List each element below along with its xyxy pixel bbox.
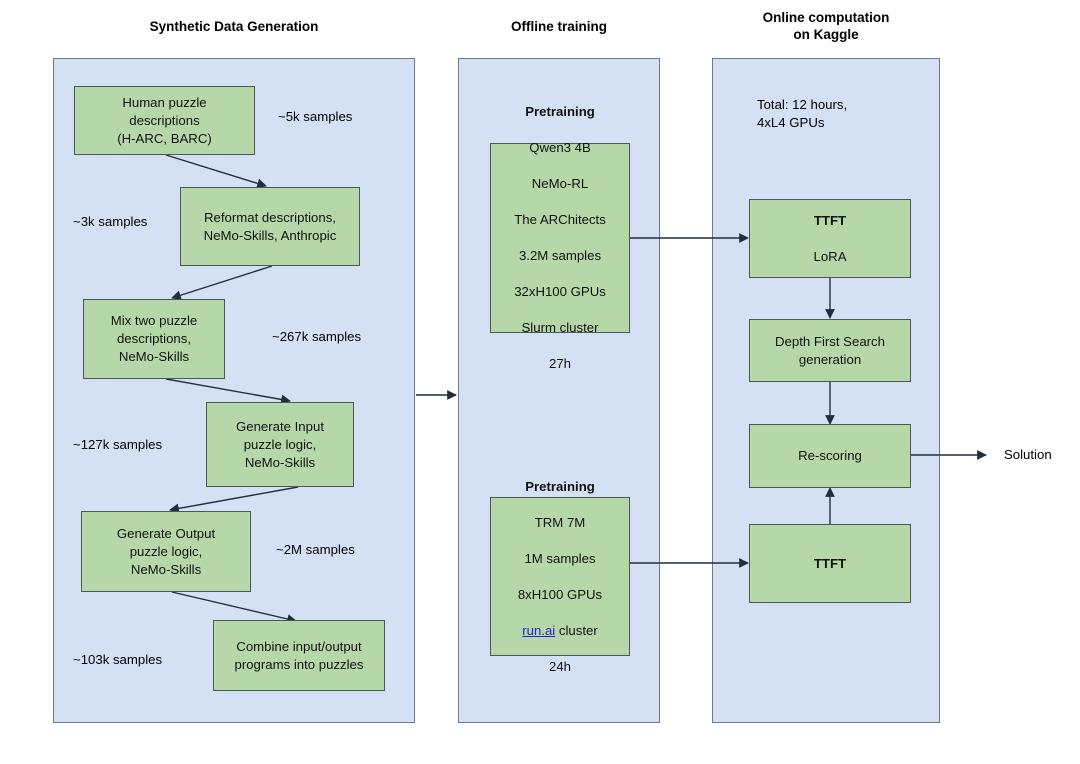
note-5k-samples: ~5k samples (278, 109, 353, 124)
note-267k-samples: ~267k samples (272, 329, 362, 344)
pretraining-trm-line-5: 24h (548, 658, 571, 674)
pretraining-qwen3-line-5: 32xH100 GPUs (514, 284, 606, 299)
node-ttft[interactable]: TTFT (749, 524, 911, 603)
node-human-puzzle-descriptions[interactable]: Human puzzle descriptions (H-ARC, BARC) (74, 86, 255, 155)
pretraining-trm-line-4: run.ai cluster (495, 622, 625, 640)
pretraining-qwen3-line-6: Slurm cluster (521, 320, 599, 335)
node-pretraining-qwen3[interactable]: Pretraining Qwen3 4B NeMo-RL The ARChite… (490, 104, 630, 371)
solution-label: Solution (1004, 447, 1052, 462)
node-generate-input-puzzle-logic[interactable]: Generate Input puzzle logic, NeMo-Skills (206, 402, 354, 487)
run-ai-suffix: cluster (555, 622, 598, 638)
ttft-lora-line-1: LoRA (813, 248, 847, 264)
kaggle-budget-note: Total: 12 hours, 4xL4 GPUs (757, 97, 848, 130)
pretraining-trm-line-1: TRM 7M (534, 514, 586, 530)
pretraining-qwen3-line-4: 3.2M samples (518, 248, 602, 263)
node-reformat-descriptions[interactable]: Reformat descriptions, NeMo-Skills, Anth… (180, 187, 360, 266)
note-103k-samples: ~103k samples (73, 652, 163, 667)
ttft-lora-heading: TTFT (813, 212, 847, 228)
column-title-online: Online computation on Kaggle (762, 10, 890, 42)
note-127k-samples: ~127k samples (73, 437, 163, 452)
node-re-scoring[interactable]: Re-scoring (749, 424, 911, 488)
note-2m-samples: ~2M samples (276, 542, 355, 557)
node-mix-two-puzzle-descriptions[interactable]: Mix two puzzle descriptions, NeMo-Skills (83, 299, 225, 379)
pretraining-qwen3-line-1: Qwen3 4B (529, 140, 591, 155)
column-title-offline: Offline training (511, 19, 607, 34)
ttft-heading: TTFT (813, 555, 847, 571)
node-pretraining-trm[interactable]: Pretraining TRM 7M 1M samples 8xH100 GPU… (490, 479, 630, 674)
pretraining-qwen3-heading: Pretraining (525, 104, 595, 119)
note-3k-samples: ~3k samples (73, 214, 148, 229)
pretraining-trm-heading: Pretraining (525, 478, 595, 494)
pretraining-trm-line-3: 8xH100 GPUs (517, 586, 603, 602)
column-title-synthetic: Synthetic Data Generation (149, 19, 319, 34)
node-combine-input-output-programs[interactable]: Combine input/output programs into puzzl… (213, 620, 385, 691)
pretraining-qwen3-line-2: NeMo-RL (531, 176, 589, 191)
node-ttft-lora[interactable]: TTFT LoRA (749, 199, 911, 278)
node-depth-first-search-generation[interactable]: Depth First Search generation (749, 319, 911, 382)
pretraining-qwen3-line-7: 27h (548, 356, 571, 371)
run-ai-link[interactable]: run.ai (522, 622, 556, 638)
pretraining-qwen3-line-3: The ARChitects (514, 212, 606, 227)
node-generate-output-puzzle-logic[interactable]: Generate Output puzzle logic, NeMo-Skill… (81, 511, 251, 592)
pretraining-trm-line-2: 1M samples (524, 550, 596, 566)
panel-online-computation (712, 58, 940, 723)
